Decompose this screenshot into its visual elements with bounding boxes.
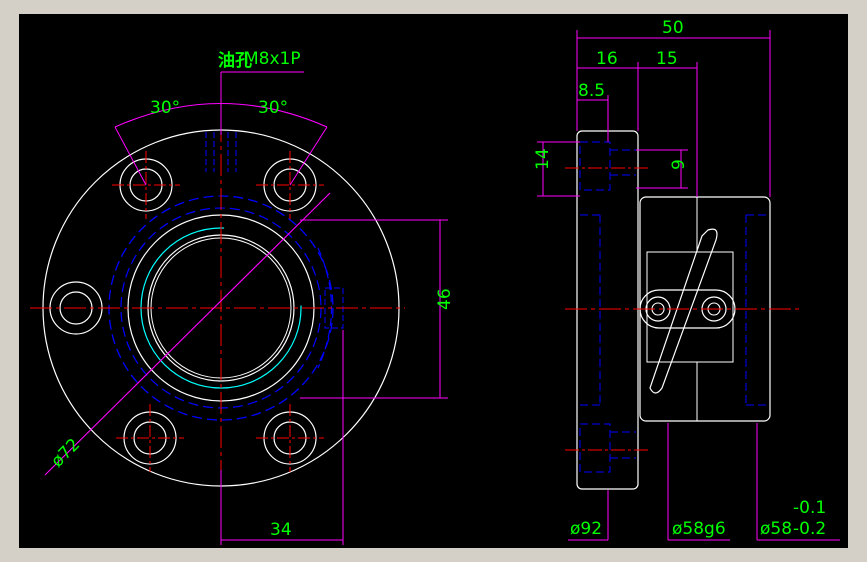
thread-spec-label: M8x1P [244, 49, 301, 69]
drawing-canvas: 30° 30° M8x1P 油孔 46 34 ø72 [19, 14, 848, 548]
dim-dia58g6-label: ø58g6 [672, 519, 726, 539]
side-view: 50 16 15 8.5 14 9 ø92 ø58g6 ø58 -0.2 -0.… [533, 18, 840, 541]
dim-dia58-label: ø58 [760, 519, 792, 539]
dim-15-label: 15 [656, 49, 678, 69]
bolt-hole-top-right [256, 151, 324, 219]
side-slot [649, 228, 718, 394]
dim-46-label: 46 [435, 288, 455, 310]
angle-right-label: 30° [258, 98, 288, 118]
dim-50-label: 50 [662, 18, 684, 38]
side-flange-plate [576, 130, 639, 490]
dim-9-label: 9 [669, 159, 689, 170]
tol-upper-label: -0.1 [793, 498, 826, 518]
dim-dia72-label: ø72 [47, 435, 84, 472]
dim-34-label: 34 [270, 520, 292, 540]
dia72-leader [44, 192, 331, 476]
bolt-hole-top-left [112, 151, 180, 219]
dim-8-5-label: 8.5 [578, 81, 605, 101]
bolt-hole-bottom-right [256, 404, 324, 472]
front-view: 30° 30° M8x1P 油孔 46 34 ø72 [30, 49, 455, 545]
dim-dia92-label: ø92 [570, 519, 602, 539]
side-hidden-lines [579, 141, 768, 473]
oil-hole-label: 油孔 [218, 50, 252, 71]
oil-hole-hidden [205, 132, 237, 172]
bolt-hole-bottom-left [116, 404, 184, 472]
angle-left-label: 30° [150, 98, 180, 118]
drawing-svg: 30° 30° M8x1P 油孔 46 34 ø72 [30, 18, 840, 545]
dim-16-label: 16 [596, 49, 618, 69]
dim-14-label: 14 [533, 148, 553, 170]
tol-lower-label: -0.2 [793, 519, 826, 539]
